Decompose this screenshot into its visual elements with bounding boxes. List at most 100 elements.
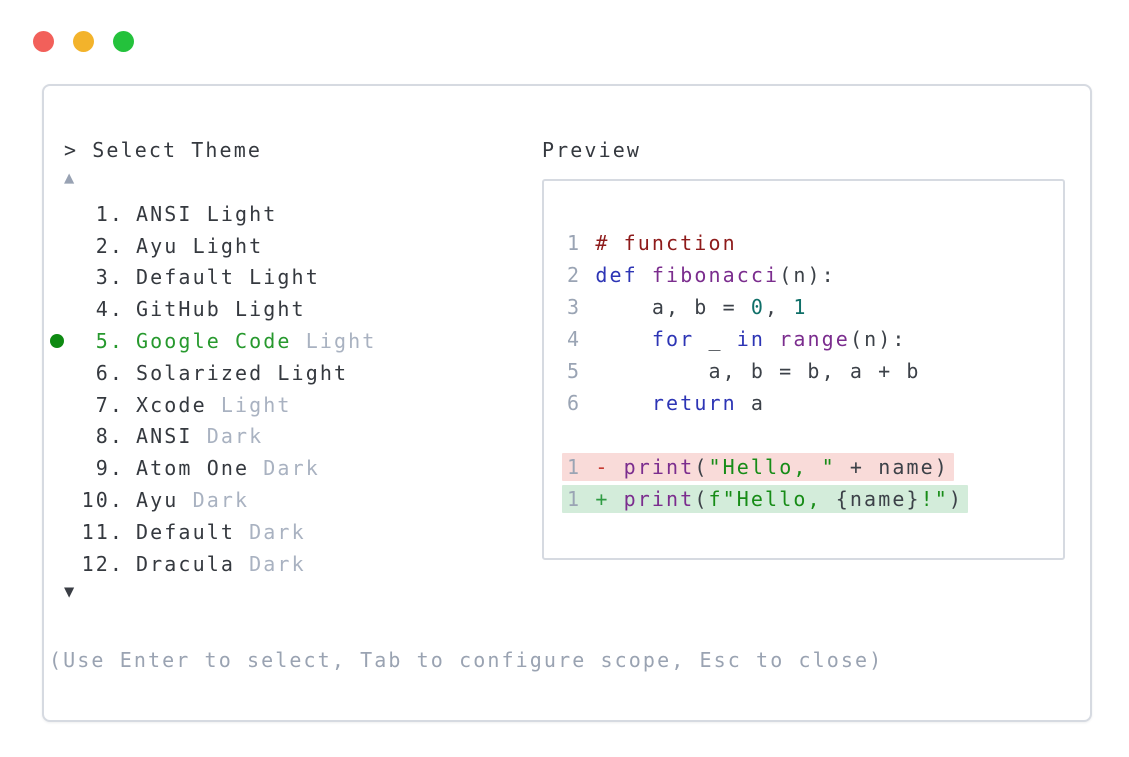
- code-token-default: ,: [765, 295, 794, 319]
- code-line: 3 a, b = 0, 1: [567, 291, 1063, 323]
- theme-option-name: Ayu: [136, 488, 179, 513]
- code-token-added: +: [595, 487, 624, 511]
- code-token-func: print: [623, 455, 695, 479]
- scroll-down-icon[interactable]: ▼: [64, 582, 75, 602]
- theme-option-variant: Light: [291, 329, 377, 354]
- theme-picker-dialog: > Select Theme ▲ 1. ANSI Light 2. Ayu Light…: [42, 84, 1092, 722]
- hint-text: (Use Enter to select, Tab to configure s…: [49, 648, 884, 672]
- theme-list: 1. ANSI Light 2. Ayu Light 3. Default Light 4.…: [44, 198, 514, 580]
- code-token-func: range: [779, 327, 850, 351]
- theme-option-number: 10.: [81, 488, 124, 513]
- window-close-button[interactable]: [33, 31, 54, 52]
- theme-option[interactable]: 2. Ayu Light: [44, 230, 514, 262]
- code-token-default: [765, 327, 779, 351]
- code-line: 5 a, b = b, a + b: [567, 355, 1063, 387]
- theme-option-number: 9.: [95, 456, 124, 481]
- code-line-content: 1 # function: [562, 229, 742, 257]
- theme-option-number: 8.: [95, 424, 124, 449]
- code-line: 6 return a: [567, 387, 1063, 419]
- green-dot-icon: [50, 334, 64, 349]
- theme-option-number: 2.: [95, 233, 124, 258]
- code-token-default: a: [736, 391, 766, 415]
- line-number: 1: [567, 487, 582, 511]
- window-zoom-button[interactable]: [113, 31, 134, 52]
- theme-option-number: 4.: [95, 297, 124, 322]
- code-token-keyword: for: [651, 327, 695, 351]
- dialog-prompt: > Select Theme: [64, 138, 262, 162]
- theme-option-number: 12.: [81, 551, 124, 576]
- code-token-keyword: return: [651, 391, 737, 415]
- theme-option[interactable]: 3. Default Light: [44, 262, 514, 294]
- theme-option-number: 6.: [95, 360, 124, 385]
- theme-option-name: Default: [136, 519, 235, 544]
- theme-option[interactable]: 10.Ayu Dark: [44, 484, 514, 516]
- window-controls: [33, 31, 134, 52]
- preview-title: Preview: [542, 138, 641, 162]
- code-token-keyword: in: [736, 327, 766, 351]
- code-line: [567, 419, 1063, 451]
- line-number: 1: [567, 231, 582, 255]
- theme-option-name: Dracula: [136, 551, 235, 576]
- theme-option[interactable]: 11.Default Dark: [44, 516, 514, 548]
- line-number: 2: [567, 263, 582, 287]
- theme-option[interactable]: 7. Xcode Light: [44, 389, 514, 421]
- code-token-number: 1: [793, 295, 808, 319]
- theme-option-name: ANSI Light: [136, 201, 278, 226]
- code-line-content: 5 a, b = b, a + b: [562, 357, 926, 385]
- line-number: 4: [567, 327, 582, 351]
- code-line: 1 # function: [567, 227, 1063, 259]
- code-token-default: + name): [835, 455, 949, 479]
- theme-option-variant: Light: [206, 392, 292, 417]
- code-line-content: 3 a, b = 0, 1: [562, 293, 812, 321]
- code-line: 1 - print("Hello, " + name): [562, 451, 1063, 483]
- line-number: 6: [567, 391, 582, 415]
- diff-line-removed: 1 - print("Hello, " + name): [562, 453, 954, 481]
- code-line: 4 for _ in range(n):: [567, 323, 1063, 355]
- code-token-default: {name}: [835, 487, 921, 511]
- code-line: 2 def fibonacci(n):: [567, 259, 1063, 291]
- theme-option-variant: Dark: [235, 551, 306, 576]
- theme-option-variant: Dark: [192, 424, 264, 449]
- line-number: 1: [567, 455, 582, 479]
- scroll-up-icon[interactable]: ▲: [64, 168, 75, 188]
- code-token-func: fibonacci: [651, 263, 780, 287]
- code-token-default: ): [948, 487, 964, 511]
- theme-option-name: Ayu Light: [136, 233, 264, 258]
- code-token-number: 0: [750, 295, 766, 319]
- code-token-default: (n):: [779, 263, 836, 287]
- theme-option-name: Solarized Light: [136, 360, 349, 385]
- code-token-default: [595, 327, 652, 351]
- code-token-default: a, b = b, a + b: [595, 359, 921, 383]
- code-token-default: [638, 263, 652, 287]
- code-token-default: [595, 391, 652, 415]
- code-token-string: "Hello, ": [708, 455, 836, 479]
- code-line: 1 + print(f"Hello, {name}!"): [562, 483, 1063, 515]
- theme-option[interactable]: 8.ANSI Dark: [44, 421, 514, 453]
- theme-option-name: Default Light: [136, 265, 320, 290]
- theme-option[interactable]: 5.Google Code Light: [44, 325, 514, 357]
- code-token-default: _: [694, 327, 737, 351]
- code-token-comment: # function: [595, 231, 737, 255]
- code-line-content: 2 def fibonacci(n):: [562, 261, 841, 289]
- theme-option[interactable]: 9.Atom One Dark: [44, 452, 514, 484]
- theme-option[interactable]: 12. Dracula Dark: [44, 548, 514, 580]
- code-token-keyword: def: [595, 263, 638, 287]
- theme-option-number: 7.: [95, 392, 124, 417]
- theme-option-number: 11.: [81, 519, 124, 544]
- code-token-default: (: [694, 487, 709, 511]
- line-number: 3: [567, 295, 582, 319]
- theme-option[interactable]: 4.GitHub Light: [44, 293, 514, 325]
- theme-option-number: 3.: [95, 265, 124, 290]
- theme-option[interactable]: 1. ANSI Light: [44, 198, 514, 230]
- theme-option-number: 5.: [95, 329, 124, 354]
- code-token-default: a, b =: [595, 295, 751, 319]
- theme-option-variant: Dark: [249, 456, 320, 481]
- theme-option-name: Xcode: [136, 392, 207, 417]
- code-line-content: 6 return a: [562, 389, 770, 417]
- theme-option-number: 1.: [95, 201, 124, 226]
- theme-option[interactable]: 6. Solarized Light: [44, 357, 514, 389]
- window-minimize-button[interactable]: [73, 31, 94, 52]
